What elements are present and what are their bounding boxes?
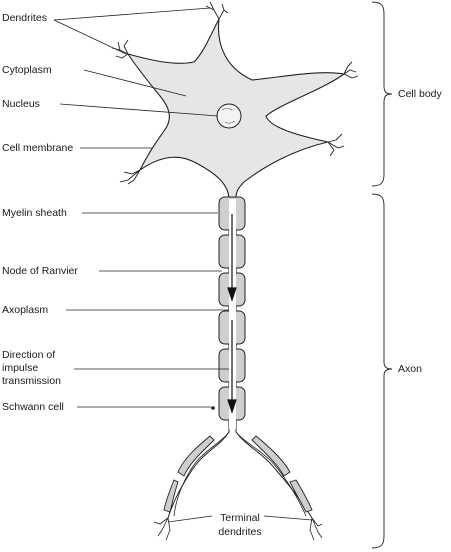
terminal-dendrites-label-line1: Terminal [220, 512, 260, 524]
dendrites-label: Dendrites [2, 12, 47, 24]
nucleus-label: Nucleus [2, 98, 40, 110]
cell-body-label: Cell body [398, 88, 442, 100]
terminal-dendrites-label-line2: dendrites [218, 526, 262, 538]
axon-label: Axon [398, 363, 422, 375]
leader-lines [53, 7, 313, 523]
axon-bracket [371, 193, 393, 549]
cell-body-bracket [371, 1, 393, 187]
nucleus-shape [216, 103, 242, 129]
direction-label-line3: transmission [2, 375, 61, 387]
schwann-cell-label: Schwann cell [2, 401, 64, 413]
axon-terminal-branches [153, 431, 323, 541]
direction-label-line1: Direction of [2, 349, 56, 361]
cytoplasm-label: Cytoplasm [2, 64, 52, 76]
schwann-cell-nucleus [211, 406, 215, 410]
direction-label-line2: impulse [2, 362, 39, 374]
myelin-sheath-label: Myelin sheath [2, 207, 67, 219]
axoplasm-label: Axoplasm [2, 304, 49, 316]
impulse-arrows [227, 214, 237, 414]
node-of-ranvier-label: Node of Ranvier [2, 265, 78, 277]
cell-membrane-label: Cell membrane [2, 142, 74, 154]
